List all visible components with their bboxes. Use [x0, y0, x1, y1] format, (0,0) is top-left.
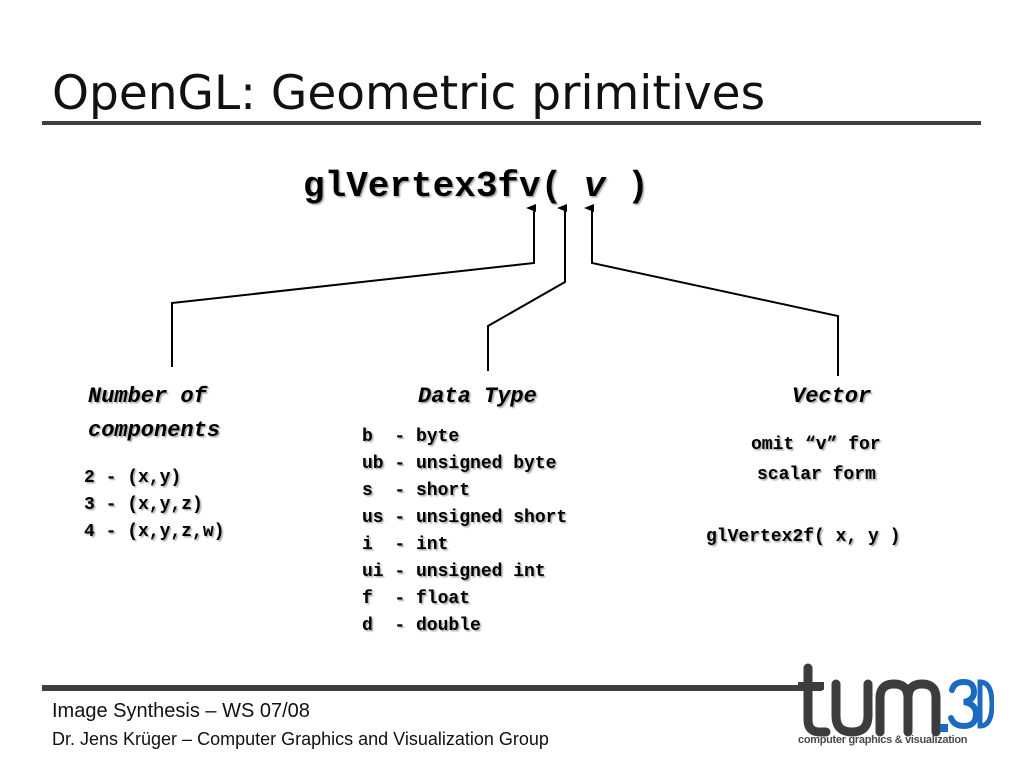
vector-note-line1: omit “v” for	[751, 435, 881, 455]
slide-title: OpenGL: Geometric primitives	[52, 66, 766, 121]
tum3d-logo	[798, 663, 994, 737]
data-type-item: us - unsigned short	[362, 508, 568, 528]
connector-vector	[584, 204, 839, 376]
components-heading-line1: Number of	[88, 384, 207, 409]
connector-components	[171, 204, 536, 367]
function-prefix: glVertex3fv(	[303, 166, 584, 207]
logo-tagline: computer graphics & visualization	[798, 734, 968, 746]
function-suffix: )	[605, 166, 649, 207]
components-item: 3 - (x,y,z)	[84, 495, 203, 515]
footer-divider	[42, 685, 822, 691]
data-type-item: f - float	[362, 589, 471, 609]
vector-example: glVertex2f( x, y )	[706, 527, 901, 547]
data-type-item: s - short	[362, 481, 471, 501]
data-type-item: ub - unsigned byte	[362, 454, 557, 474]
data-type-heading: Data Type	[418, 384, 537, 409]
data-type-item: i - int	[362, 535, 449, 555]
title-divider	[42, 121, 981, 125]
function-signature: glVertex3fv( v )	[303, 163, 649, 211]
footer-course: Image Synthesis – WS 07/08	[52, 700, 310, 722]
vector-note-line2: scalar form	[757, 465, 876, 485]
vector-heading: Vector	[792, 384, 872, 409]
components-item: 4 - (x,y,z,w)	[84, 522, 225, 542]
data-type-item: b - byte	[362, 427, 460, 447]
function-argument: v	[583, 166, 606, 207]
components-heading-line2: components	[88, 418, 221, 443]
components-item: 2 - (x,y)	[84, 468, 182, 488]
data-type-item: ui - unsigned int	[362, 562, 546, 582]
footer-author: Dr. Jens Krüger – Computer Graphics and …	[52, 729, 549, 749]
data-type-item: d - double	[362, 616, 481, 636]
connector-data-type	[487, 204, 567, 371]
